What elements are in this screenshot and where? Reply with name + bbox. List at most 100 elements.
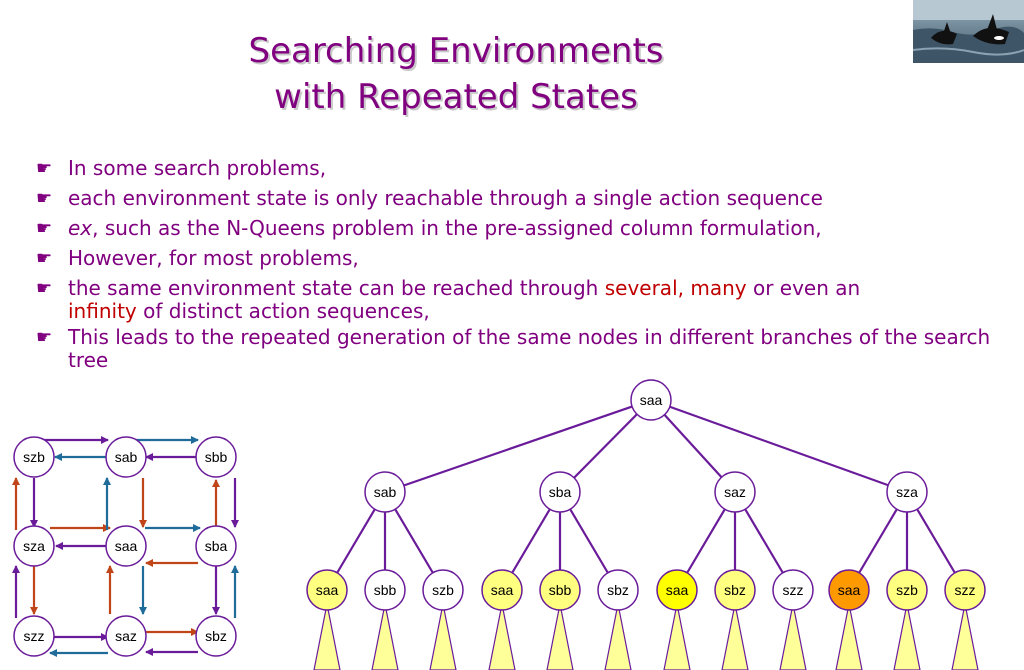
state-node-sbz-label: sbz — [205, 628, 227, 644]
state-node-sba: sba — [195, 525, 237, 567]
tree-level1-node-label: sab — [374, 484, 397, 500]
search-tree-edges — [326, 398, 966, 591]
subtree-cone — [313, 603, 341, 670]
tree-leaf-node-circle — [422, 569, 464, 611]
search-tree-subtrees — [313, 603, 979, 670]
tree-leaf-node: sbb — [364, 569, 406, 611]
tree-level1-node: sza — [886, 471, 928, 513]
state-node-saa-label: saa — [115, 538, 138, 554]
bullet-text-2: each environment state is only reachable… — [68, 186, 823, 210]
tree-level1-node: sba — [539, 471, 581, 513]
tree-root-node-label: saa — [640, 392, 663, 408]
tree-leaf-node-circle — [364, 569, 406, 611]
subtree-cone — [546, 603, 574, 670]
state-node-sza-label: sza — [23, 538, 45, 554]
tree-leaf-node-label: sbz — [607, 582, 629, 598]
state-node-saa-circle — [105, 525, 147, 567]
tree-leaf-node-circle — [539, 569, 581, 611]
tree-root-node-circle — [630, 379, 672, 421]
tree-leaf-node-circle — [306, 569, 348, 611]
tree-leaf-node-circle — [828, 569, 870, 611]
tree-root-node: saa — [630, 379, 672, 421]
state-node-sab-circle — [105, 436, 147, 478]
tree-level1-node-label: sba — [549, 484, 572, 500]
state-node-sbb: sbb — [195, 436, 237, 478]
bullet-item-4: ☛ However, for most problems, — [36, 247, 1011, 270]
state-graph-edges — [12, 436, 239, 657]
state-node-saa: saa — [105, 525, 147, 567]
slide-title: Searching Environments with Repeated Sta… — [0, 28, 912, 120]
tree-leaf-node: sbz — [597, 569, 639, 611]
bullet-text-3: , such as the N-Queens problem in the pr… — [92, 216, 822, 240]
tree-leaf-node: saa — [306, 569, 348, 611]
pointing-hand-icon: ☛ — [36, 327, 53, 348]
bullet-text-4: However, for most problems, — [68, 246, 359, 270]
pointing-hand-icon: ☛ — [36, 248, 53, 269]
tree-leaf-node-circle — [481, 569, 523, 611]
tree-leaf-node-label: saa — [491, 582, 514, 598]
tree-leaf-node-label: saa — [316, 582, 339, 598]
pointing-hand-icon: ☛ — [36, 188, 53, 209]
pointing-hand-icon: ☛ — [36, 278, 53, 299]
bullet-item-2: ☛ each environment state is only reachab… — [36, 187, 1011, 210]
state-node-sbz-circle — [195, 615, 237, 657]
subtree-cone — [429, 603, 457, 670]
tree-edge-root-2 — [650, 399, 736, 493]
state-node-saz: saz — [105, 615, 147, 657]
tree-leaf-node-label: szz — [955, 582, 976, 598]
tree-leaf-node: sbz — [714, 569, 756, 611]
tree-leaf-node-label: saa — [838, 582, 861, 598]
subtree-cone — [779, 603, 807, 670]
highlight-several: several — [604, 276, 678, 300]
tree-leaf-node-circle — [714, 569, 756, 611]
state-node-szz-circle — [13, 615, 55, 657]
tree-leaf-node-circle — [772, 569, 814, 611]
pointing-hand-icon: ☛ — [36, 218, 53, 239]
orca-whales-icon — [913, 0, 1024, 63]
state-node-szb-label: szb — [23, 449, 45, 465]
state-node-szz: szz — [13, 615, 55, 657]
state-node-szb: szb — [13, 436, 55, 478]
bullet-text-6: This leads to the repeated generation of… — [68, 325, 991, 372]
tree-leaf-node: saa — [656, 569, 698, 611]
tree-leaf-node: saa — [481, 569, 523, 611]
tree-leaf-node-circle — [656, 569, 698, 611]
title-line-2: with Repeated States — [274, 77, 638, 117]
subtree-cone — [488, 603, 516, 670]
tree-level1-node: saz — [714, 471, 756, 513]
tree-level1-node-circle — [539, 471, 581, 513]
tree-leaf-node-label: szb — [432, 582, 454, 598]
tree-leaf-node: szb — [422, 569, 464, 611]
pointing-hand-icon: ☛ — [36, 158, 53, 179]
subtree-cone — [893, 603, 921, 670]
bullet-item-6: ☛ This leads to the repeated generation … — [36, 326, 1011, 372]
state-node-sbb-circle — [195, 436, 237, 478]
bullet-item-5: ☛ the same environment state can be reac… — [36, 277, 1011, 323]
tree-leaf-node: saa — [828, 569, 870, 611]
tree-leaf-node: sbb — [539, 569, 581, 611]
subtree-cone — [721, 603, 749, 670]
bullet-text-5a: the same environment state can be reache… — [68, 276, 605, 300]
state-node-sza: sza — [13, 525, 55, 567]
tree-edge-root-3 — [650, 398, 908, 494]
highlight-many: many — [690, 276, 747, 300]
subtree-cone — [835, 603, 863, 670]
tree-edge-root-1 — [559, 399, 652, 493]
bullet-list: ☛ In some search problems, ☛ each enviro… — [36, 157, 1011, 379]
tree-level1-node-circle — [714, 471, 756, 513]
bullet-text-3-ex: ex — [68, 216, 93, 240]
tree-level1-node-circle — [364, 471, 406, 513]
tree-leaf-node-circle — [886, 569, 928, 611]
tree-leaf-node-label: sbz — [724, 582, 746, 598]
highlight-comma: , — [677, 276, 691, 300]
tree-leaf-node-circle — [597, 569, 639, 611]
tree-leaf-node-label: saa — [666, 582, 689, 598]
subtree-cone — [371, 603, 399, 670]
tree-level1-node-circle — [886, 471, 928, 513]
bullet-text-5b: or even an — [746, 276, 861, 300]
tree-leaf-node-label: szb — [896, 582, 918, 598]
tree-leaf-node: szz — [772, 569, 814, 611]
tree-edge-root-0 — [384, 398, 652, 494]
bullet-text-1: In some search problems, — [68, 156, 327, 180]
